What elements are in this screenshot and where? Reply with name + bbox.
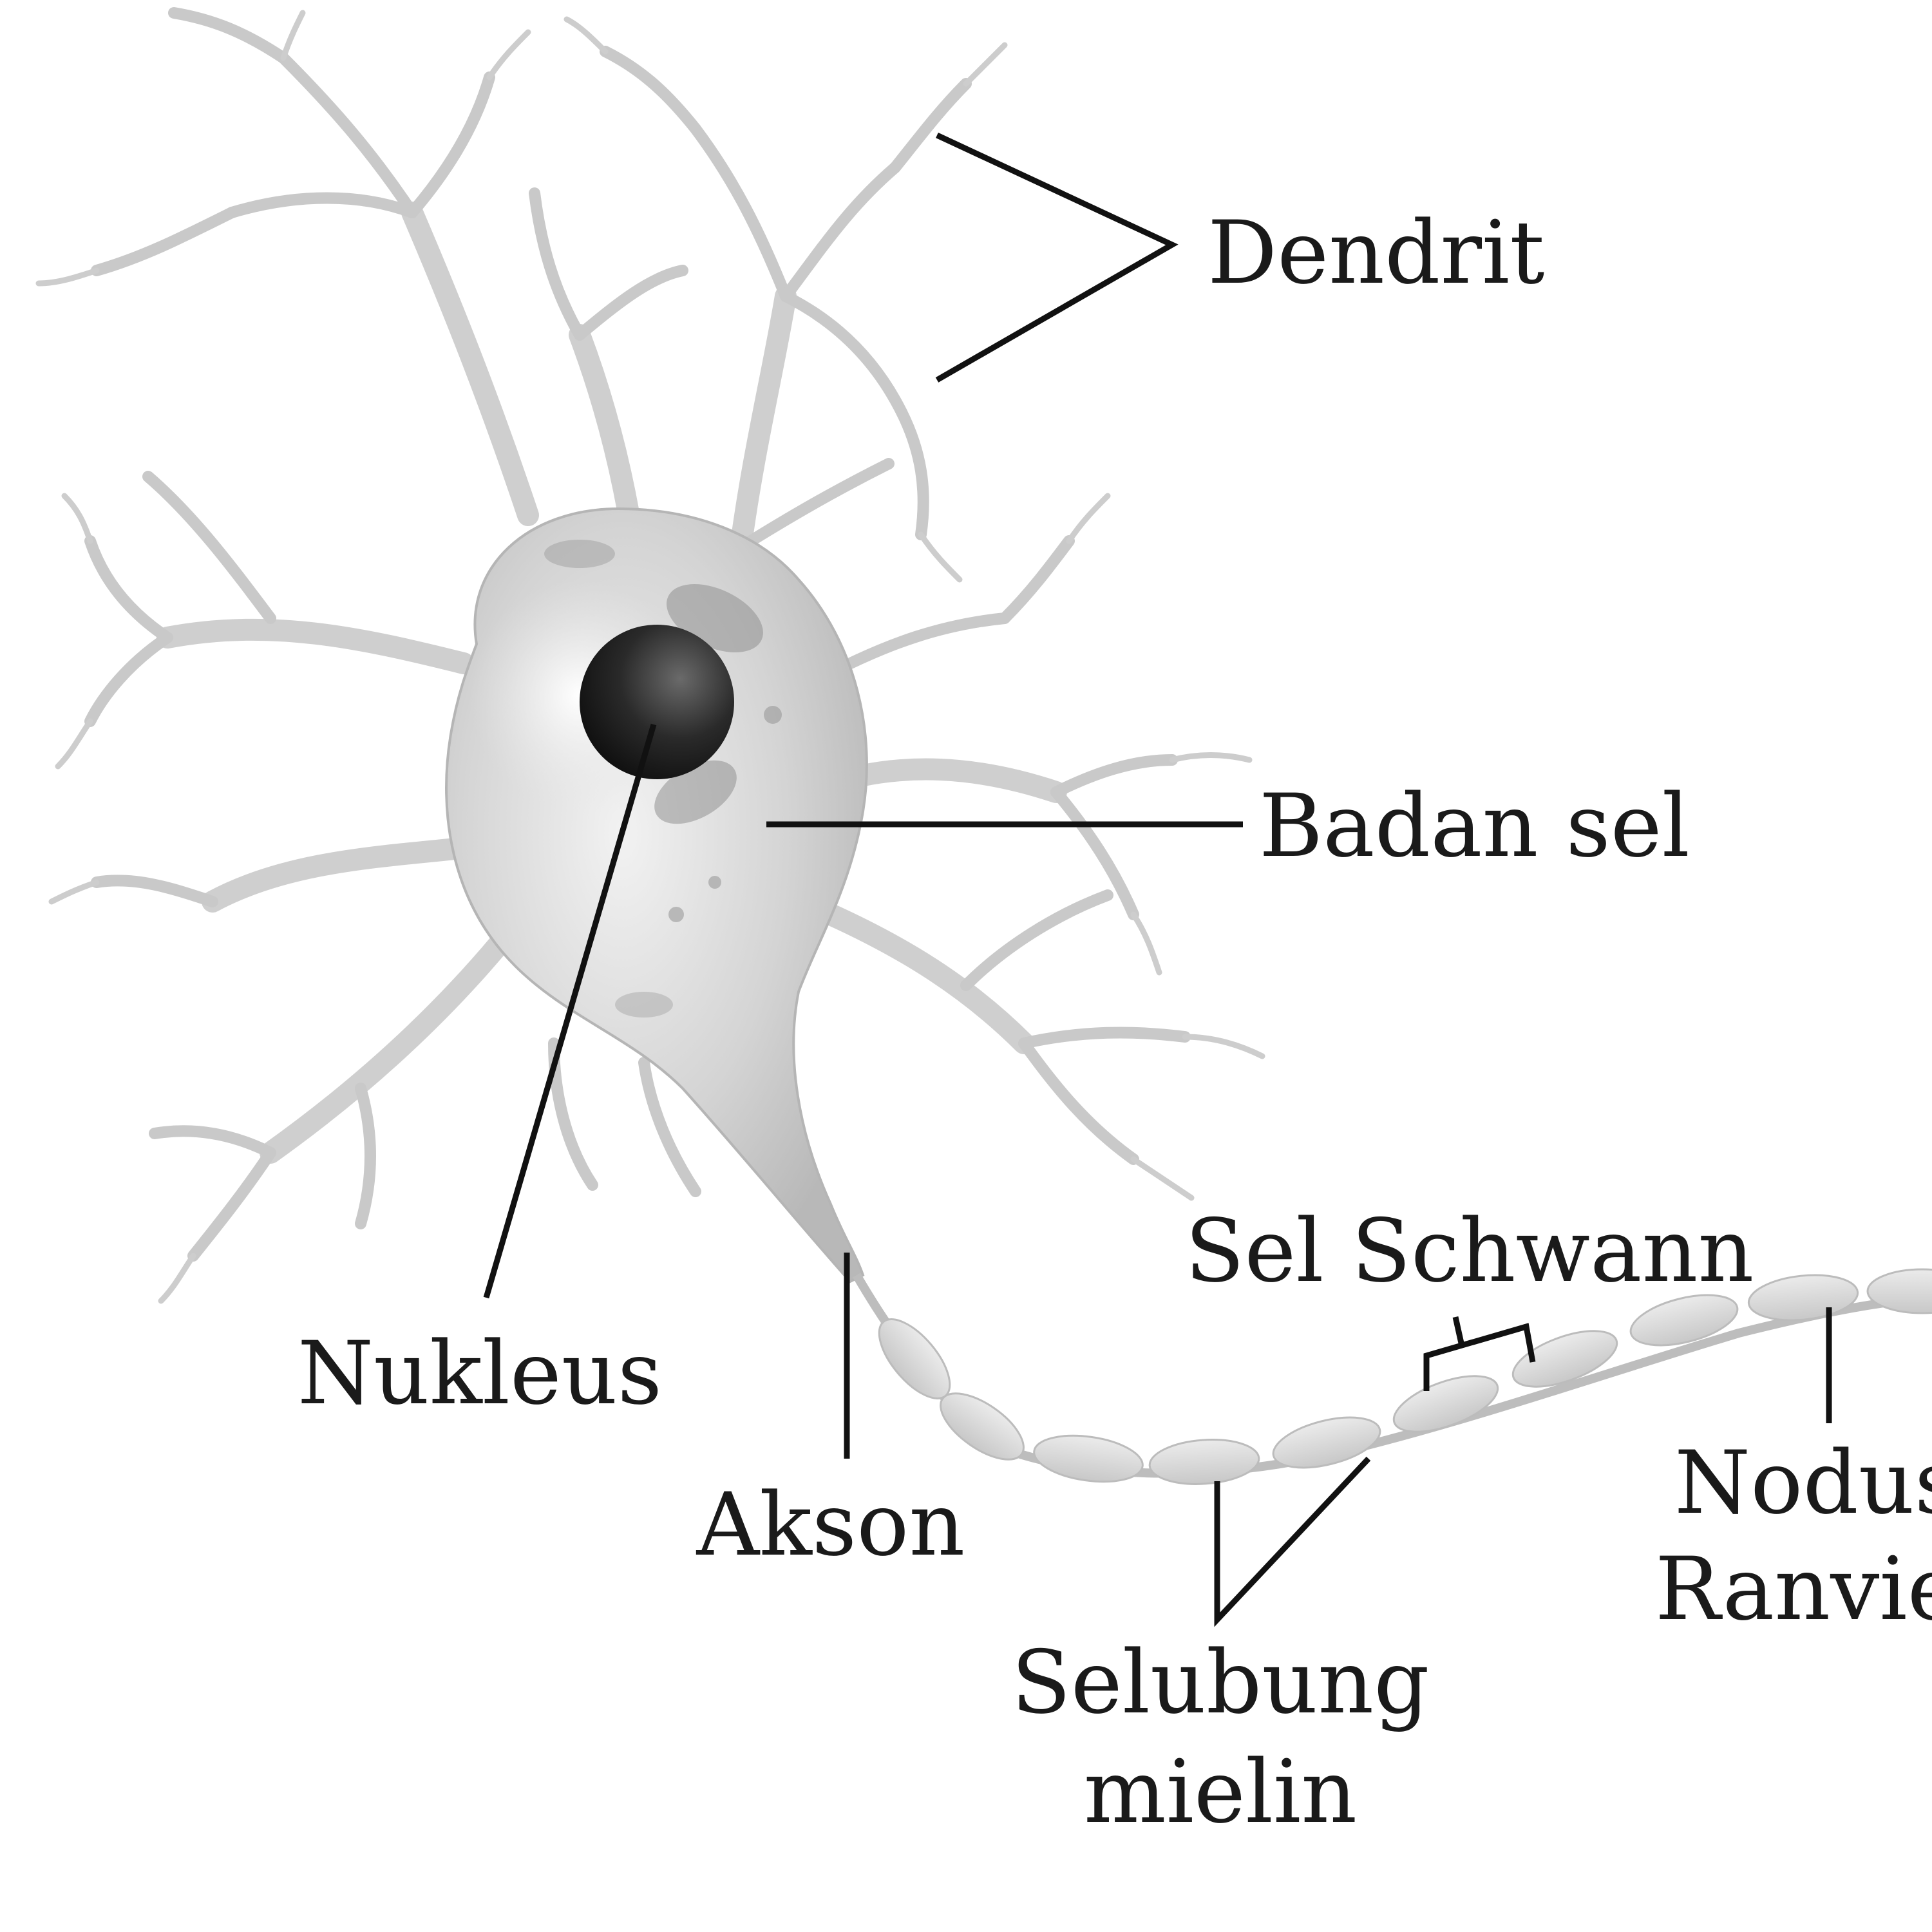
nucleus-leader (483, 723, 657, 1299)
myelin-leader (1214, 1456, 1371, 1627)
leader-lines (483, 132, 1832, 1627)
schwann-cell-leader (1423, 1323, 1536, 1391)
cell-body-label: Badan sel (1259, 775, 1690, 876)
myelin-sheath-label-line1: Selubung (1011, 1632, 1430, 1733)
nucleus (470, 580, 734, 811)
dendrite-leader (935, 132, 1179, 383)
myelin-sheath (878, 1268, 1932, 1485)
schwann-cell-leader-stem (1452, 1316, 1465, 1347)
myelin-sheath-label-line2: mielin (1083, 1741, 1358, 1842)
axon-label: Akson (696, 1474, 965, 1575)
dendrite-label: Dendrit (1208, 202, 1545, 303)
schwann-cell-label: Sel Schwann (1185, 1200, 1754, 1302)
node-of-ranvier-label-line2: Ranvier (1655, 1539, 1932, 1640)
nucleus-label: Nukleus (297, 1323, 663, 1424)
node-of-ranvier-label-line1: Nodus (1674, 1432, 1932, 1533)
